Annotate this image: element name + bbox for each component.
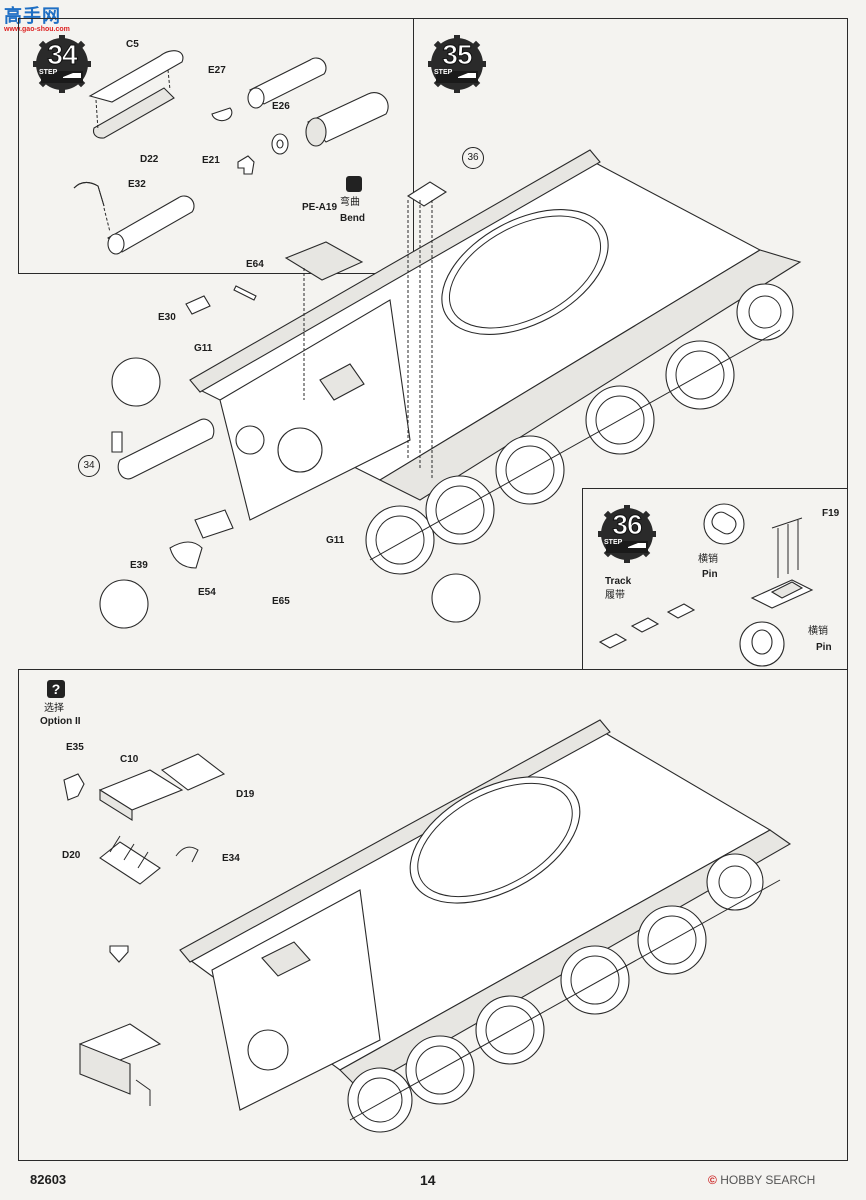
question-icon: ? [47, 680, 65, 698]
part-e30-label: E30 [158, 312, 176, 323]
part-e21-label: E21 [202, 155, 220, 166]
step-34-panel [18, 18, 414, 274]
step-35-panel [414, 18, 848, 19]
brand-name: HOBBY SEARCH [720, 1173, 816, 1187]
step-35-word: STEP [434, 69, 453, 76]
brand-mark: © [708, 1173, 717, 1187]
step-35-number: 35 [442, 39, 473, 70]
pin-label-cn-2: 横销 [808, 626, 828, 637]
step-34-number: 34 [47, 39, 78, 70]
part-f19-label: F19 [822, 508, 840, 519]
part-e27-label: E27 [208, 65, 226, 76]
gear-badge-icon [428, 35, 486, 93]
part-c5-label: C5 [126, 39, 139, 50]
gear-badge-icon [598, 505, 656, 563]
step-34-badge: 34 STEP [33, 35, 91, 93]
part-e34-label: E34 [222, 853, 240, 864]
part-g11b-label: G11 [326, 535, 345, 546]
track-label-en: Track [605, 576, 632, 587]
part-e26-label: E26 [272, 101, 290, 112]
option-label-cn: 选择 [44, 703, 64, 714]
step-34-drawing [73, 50, 389, 255]
gear-badge-icon [33, 35, 91, 93]
pin-label-en: Pin [702, 569, 718, 580]
ref-step-36-tag: 36 [462, 147, 484, 169]
option-label-en: Option II [40, 716, 81, 727]
step-34-word: STEP [39, 69, 58, 76]
step-35-badge: 35 STEP [428, 35, 486, 93]
step-36-word: STEP [604, 539, 623, 546]
brand-watermark: © HOBBY SEARCH [708, 1173, 815, 1187]
part-e65-label: E65 [272, 596, 290, 607]
part-d22-label: D22 [140, 154, 159, 165]
bend-label-en: Bend [340, 213, 365, 224]
part-g11-label: G11 [194, 343, 213, 354]
pin-label-cn: 横销 [698, 554, 718, 565]
divider [18, 669, 848, 670]
part-e35-label: E35 [66, 742, 84, 753]
step-36-drawing [598, 503, 814, 667]
pin-label-en-2: Pin [816, 642, 832, 653]
step-35-tank-drawing [99, 149, 802, 629]
bend-label-cn: 弯曲 [340, 197, 360, 208]
page-number: 14 [420, 1172, 436, 1188]
track-label-cn: 履带 [605, 590, 625, 601]
ref-step-34-tag: 34 [78, 455, 100, 477]
part-pe-a19-label: PE-A19 [302, 202, 338, 213]
product-code: 82603 [30, 1172, 67, 1187]
part-e54-label: E54 [198, 587, 216, 598]
bend-icon [346, 176, 362, 192]
page-border [18, 18, 848, 670]
part-d20-label: D20 [62, 850, 81, 861]
part-e64-label: E64 [246, 259, 264, 270]
part-e32-label: E32 [128, 179, 146, 190]
part-e39-label: E39 [130, 560, 148, 571]
part-d19-label: D19 [236, 789, 255, 800]
step-36-badge: 36 STEP [598, 505, 656, 563]
part-c10-label: C10 [120, 754, 139, 765]
watermark-url: www.gao-shou.com [4, 26, 70, 33]
lower-panel [18, 669, 848, 1161]
step-36-number: 36 [612, 509, 643, 540]
